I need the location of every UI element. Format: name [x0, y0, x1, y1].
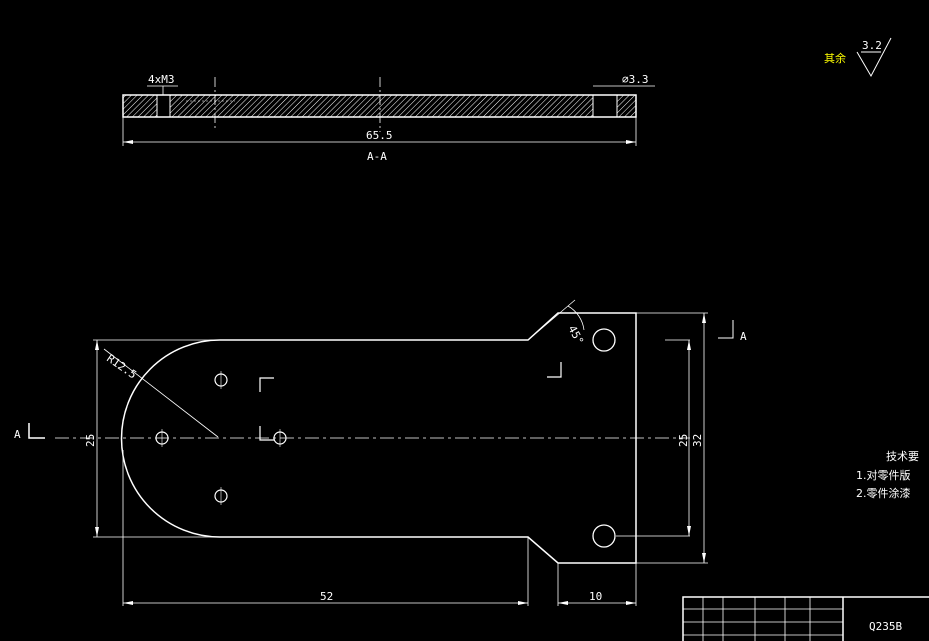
tech-req-title: 技术要: [886, 450, 919, 463]
section-arrow-left: [123, 140, 133, 144]
section-marker-left: A: [14, 428, 21, 441]
hole-large-top: [593, 329, 615, 351]
width-left-label: 25: [84, 434, 97, 447]
title-block-frame: [683, 597, 929, 641]
tech-requirements: 技术要 1.对零件版 2.零件涂漆: [856, 450, 919, 500]
section-body-hatch: [123, 95, 636, 117]
width-right-outer-label: 32: [691, 434, 704, 447]
section-view-a-a: [123, 77, 655, 146]
dim-right-outer-arrow-top: [702, 313, 706, 323]
length-right-label: 10: [589, 590, 602, 603]
corner-mark-upper-left: [260, 378, 274, 392]
width-right-inner-label: 25: [677, 434, 690, 447]
roughness-prefix: 其余: [824, 51, 846, 65]
section-marker-right: A: [740, 330, 747, 343]
dim-right-outer-arrow-bottom: [702, 553, 706, 563]
radius-leader: [104, 349, 218, 437]
radius-dim-label: R12.5: [104, 352, 139, 382]
hole-dia-callout: ⌀3.3: [622, 73, 649, 86]
dim-length-right-arrow-a: [558, 601, 568, 605]
dim-right-inner-arrow-bottom: [687, 526, 691, 536]
corner-mark-right: [547, 362, 561, 377]
section-hole-right: [593, 95, 617, 117]
angle-extension: [528, 300, 575, 340]
section-hole-left: [157, 95, 170, 117]
material-label: Q235B: [869, 620, 902, 633]
plan-view: [29, 300, 733, 606]
dim-length-left-arrow-a: [123, 601, 133, 605]
dim-left-arrow-top: [95, 340, 99, 350]
hole-large-bottom: [593, 525, 615, 547]
dim-length-right-arrow-b: [626, 601, 636, 605]
tech-req-item-2: 2.零件涂漆: [856, 486, 911, 500]
section-outline: [123, 95, 636, 117]
dim-length-left-arrow-b: [518, 601, 528, 605]
angle-arc: [568, 306, 584, 330]
section-length-label: 65.5: [366, 129, 393, 142]
section-cut-right: [718, 320, 733, 338]
angle-dim-label: 45°: [565, 323, 586, 347]
section-view-label: A-A: [367, 150, 387, 163]
roughness-note: 其余 3.2: [824, 38, 891, 76]
tech-req-item-1: 1.对零件版: [856, 468, 911, 482]
roughness-symbol: [857, 38, 891, 76]
length-left-label: 52: [320, 590, 333, 603]
section-cut-left: [29, 423, 45, 438]
thread-callout: 4xM3: [148, 73, 175, 86]
section-arrow-right: [626, 140, 636, 144]
dim-right-inner-arrow-top: [687, 340, 691, 350]
title-block: [683, 597, 929, 641]
roughness-value: 3.2: [862, 39, 882, 52]
dim-left-arrow-bottom: [95, 527, 99, 537]
corner-mark-lower-left: [260, 426, 274, 440]
